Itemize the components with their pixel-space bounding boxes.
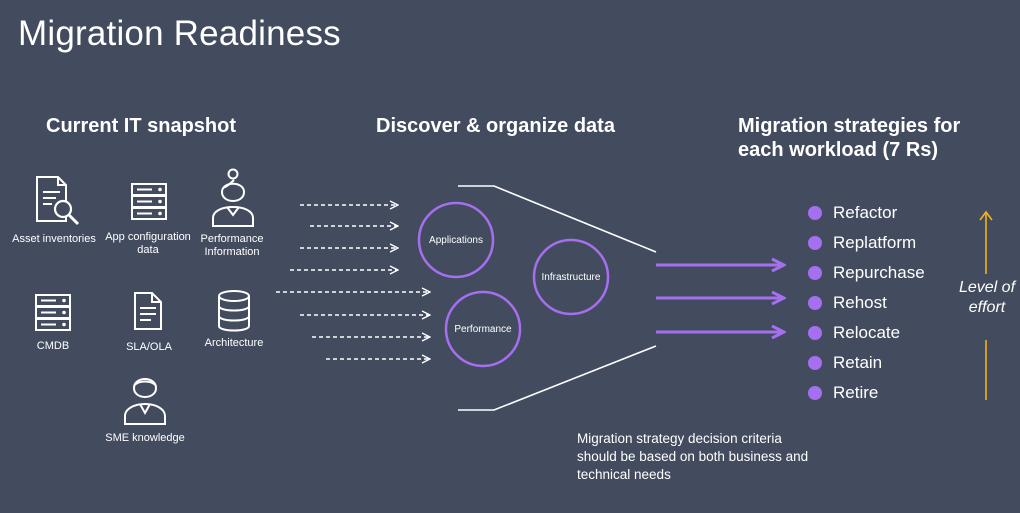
circle-infrastructure (532, 238, 610, 316)
source-label-sme-knowledge: SME knowledge (105, 432, 185, 444)
source-label-app-configuration-data: App configuration data (105, 231, 191, 256)
bullet-icon (808, 266, 822, 280)
bullet-icon (808, 236, 822, 250)
strategy-label: Retain (833, 353, 883, 372)
decision-criteria-note: Migration strategy decision criteria sho… (577, 431, 809, 482)
document-search-icon (36, 176, 80, 226)
circle-label-applications: Applications (429, 235, 483, 246)
strategy-label: Retire (833, 383, 879, 402)
source-label-architecture: Architecture (204, 337, 264, 349)
server-icon (35, 294, 71, 331)
bullet-icon (808, 356, 822, 370)
strategies-list: Refactor Replatform Repurchase Rehost Re… (808, 198, 925, 408)
bullet-icon (808, 296, 822, 310)
source-label-performance-information: Performance Information (200, 233, 264, 258)
list-item: Rehost (808, 288, 925, 318)
bullet-icon (808, 386, 822, 400)
database-icon (218, 290, 250, 332)
output-arrows (656, 265, 783, 332)
bullet-icon (808, 206, 822, 220)
person-icon (212, 168, 254, 227)
circle-label-performance: Performance (454, 324, 512, 335)
list-item: Replatform (808, 228, 925, 258)
list-item: Retain (808, 348, 925, 378)
strategy-label: Repurchase (833, 263, 925, 282)
dashed-input-arrows (276, 205, 429, 359)
funnel-lines (458, 185, 657, 411)
section-heading-current: Current IT snapshot (46, 115, 237, 137)
list-item: Refactor (808, 198, 925, 228)
source-label-sla-ola: SLA/OLA (126, 341, 172, 353)
strategy-label: Refactor (833, 203, 898, 222)
list-item: Relocate (808, 318, 925, 348)
list-item: Retire (808, 378, 925, 408)
effort-arrow (979, 210, 993, 400)
server-icon (131, 183, 167, 220)
circle-performance (444, 290, 522, 368)
circle-applications (417, 201, 495, 279)
section-heading-discover: Discover & organize data (376, 115, 615, 137)
effort-label: Level of effort (958, 279, 1016, 316)
circle-label-infrastructure: Infrastructure (541, 272, 601, 283)
strategy-label: Relocate (833, 323, 901, 342)
strategy-label: Rehost (833, 293, 887, 312)
source-label-asset-inventories: Asset inventories (12, 233, 96, 245)
person-icon (124, 378, 166, 425)
source-label-cmdb: CMDB (36, 340, 70, 352)
bullet-icon (808, 326, 822, 340)
list-item: Repurchase (808, 258, 925, 288)
section-heading-strategies: Migration strategies for each workload (… (738, 115, 961, 161)
document-icon (134, 292, 162, 330)
page-title: Migration Readiness (18, 14, 341, 53)
strategy-label: Replatform (833, 233, 917, 252)
